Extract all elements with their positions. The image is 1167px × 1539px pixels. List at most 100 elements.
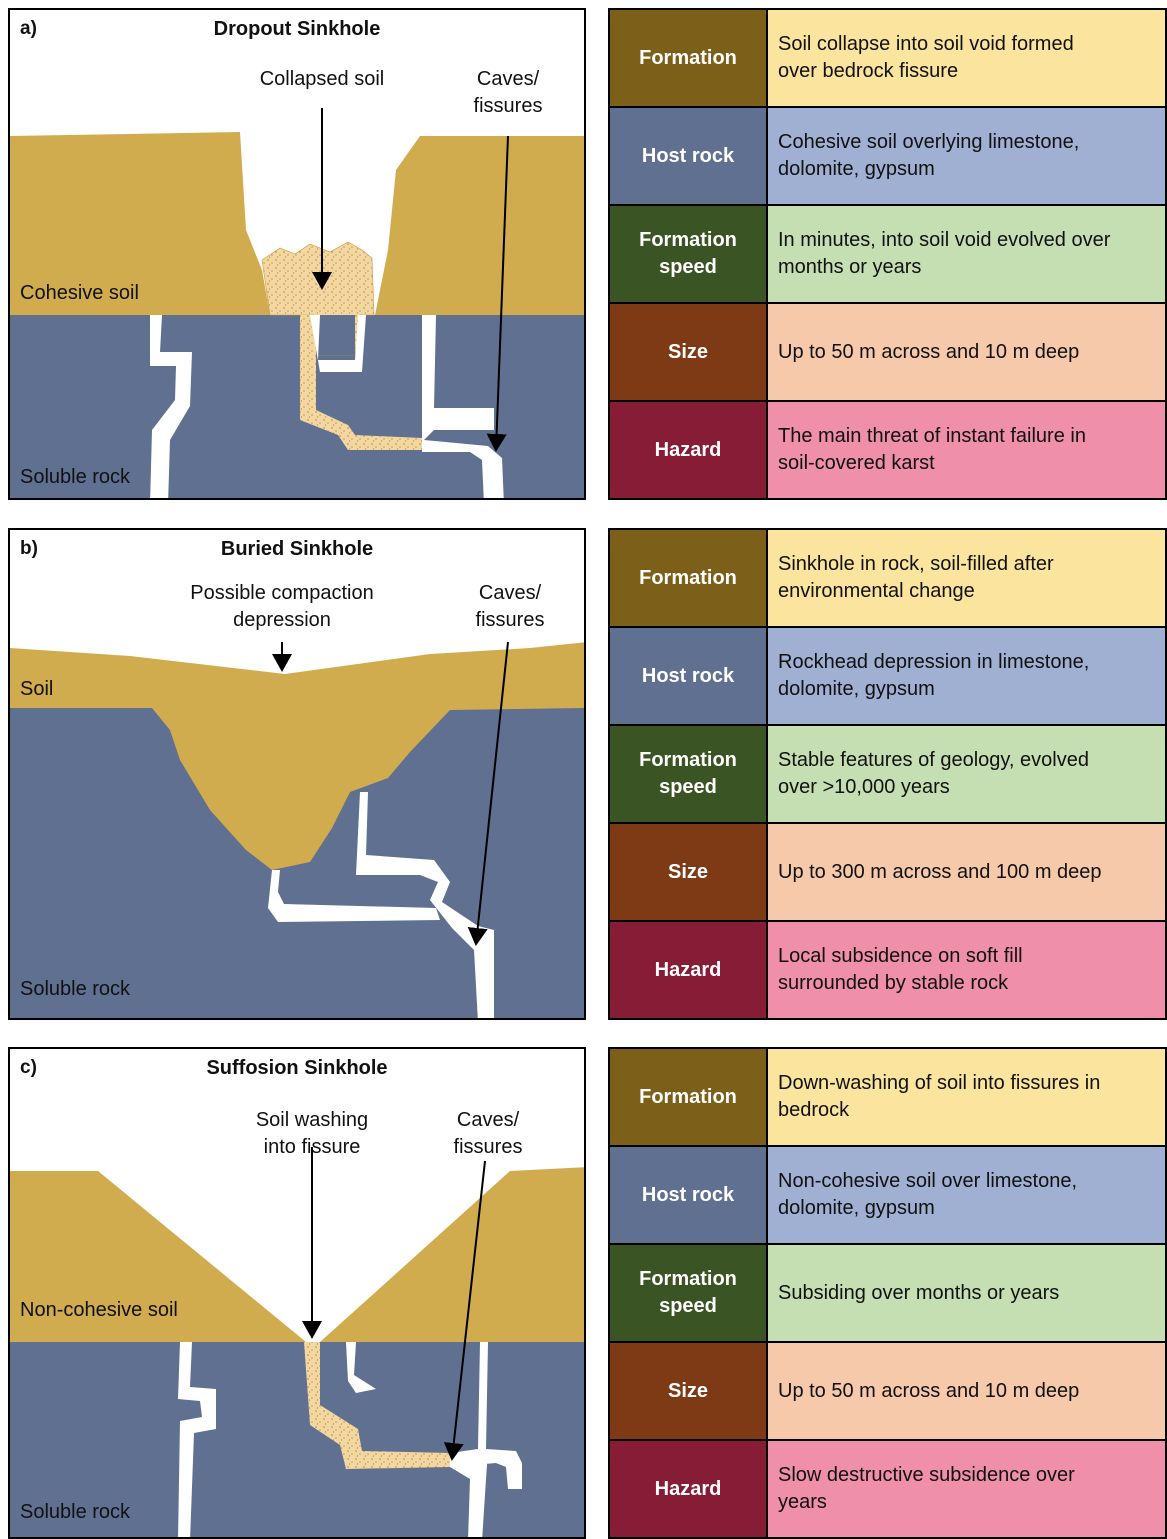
- row-header-line: Size: [667, 860, 709, 883]
- row-value-line: dolomite, gypsum: [778, 678, 935, 700]
- panel-letter: c): [20, 1057, 37, 1078]
- table-row: Host rock Rockhead depression in limeston…: [610, 628, 1165, 726]
- caves-label: Caves/ fissures: [450, 580, 570, 634]
- row-header: Formation: [610, 10, 768, 106]
- row-value-line: Stable features of geology, evolved: [778, 749, 1089, 771]
- properties-table-buried: Formation Sinkhole in rock, soil-filled a…: [608, 528, 1167, 1020]
- row-header: Size: [610, 824, 768, 920]
- row-header: Size: [610, 1343, 768, 1439]
- diagram-panel-suffosion: c) Suffosion Sinkhole Soil washing into …: [8, 1047, 586, 1539]
- row-value: Local subsidence on soft fill surrounded …: [768, 922, 1165, 1018]
- washing-label: Soil washing into fissure: [232, 1107, 392, 1161]
- soil-layer-label: Soil: [20, 678, 54, 700]
- row-header-line: Formation: [639, 566, 737, 589]
- washing-label-line: into fissure: [263, 1136, 361, 1158]
- row-value-line: The main threat of instant failure in: [778, 425, 1086, 447]
- table-row: Host rock Cohesive soil overlying limesto…: [610, 108, 1165, 206]
- caves-arrow: [467, 641, 509, 946]
- row-header-line: speed: [659, 1295, 717, 1317]
- row-value-line: Non-cohesive soil over limestone,: [778, 1170, 1078, 1192]
- row-value: Rockhead depression in limestone, dolomit…: [768, 628, 1165, 724]
- cave-fissure-left: [178, 1342, 216, 1537]
- row-header-line: Host rock: [641, 144, 735, 167]
- lower-cave-branch: [450, 1451, 488, 1537]
- table-row: Host rock Non-cohesive soil over limeston…: [610, 1147, 1165, 1245]
- caves-label-line: fissures: [475, 609, 545, 631]
- washing-label-line: Soil washing: [255, 1109, 369, 1131]
- row-value-line: environmental change: [778, 580, 975, 602]
- cohesive-soil-right: [375, 136, 584, 315]
- row-header-line: speed: [659, 776, 717, 798]
- row-value-line: Up to 300 m across and 100 m deep: [778, 860, 1102, 883]
- row-value-line: months or years: [778, 256, 922, 278]
- cohesive-soil-left: [10, 132, 270, 315]
- row-value-line: In minutes, into soil void evolved over: [778, 229, 1111, 251]
- row-value-line: Up to 50 m across and 10 m deep: [778, 1379, 1080, 1402]
- row-value-line: Down-washing of soil into fissures in: [778, 1072, 1101, 1094]
- panel-letter: b): [20, 538, 38, 559]
- cave-fissure-right: [422, 315, 504, 498]
- soil-layer-label: Cohesive soil: [20, 282, 139, 304]
- row-value: Subsiding over months or years: [768, 1245, 1165, 1341]
- row-header-line: Formation: [639, 46, 737, 69]
- row-header-line: Host rock: [641, 664, 735, 687]
- table-row: Size Up to 50 m across and 10 m deep: [610, 304, 1165, 402]
- table-row: Formation Soil collapse into soil void fo…: [610, 10, 1165, 108]
- suffosion-cross-section: [10, 1147, 584, 1537]
- caves-label-line: Caves/: [478, 582, 542, 604]
- soil-layer-label: Non-cohesive soil: [20, 1299, 178, 1321]
- soil-filled-fissure: [304, 1342, 450, 1469]
- row-header: Host rock: [610, 108, 768, 204]
- row-value-line: Cohesive soil overlying limestone,: [778, 131, 1080, 153]
- table-row: Hazard Local subsidence on soft fill surro…: [610, 922, 1165, 1018]
- row-header: Host rock: [610, 1147, 768, 1243]
- non-cohesive-soil-left: [10, 1171, 306, 1342]
- row-value-line: years: [778, 1491, 827, 1513]
- row-value-line: Local subsidence on soft fill: [778, 945, 1023, 967]
- rock-layer-label: Soluble rock: [20, 466, 131, 488]
- rock-layer-label: Soluble rock: [20, 1501, 131, 1523]
- row-header: Hazard: [610, 402, 768, 498]
- row-value: Up to 300 m across and 100 m deep: [768, 824, 1165, 920]
- row-value-line: Slow destructive subsidence over: [778, 1464, 1075, 1486]
- cave-fissure-upper: [356, 792, 494, 1018]
- panel-title: Buried Sinkhole: [220, 538, 374, 560]
- caves-arrow: [443, 1160, 486, 1461]
- caves-label-line: Caves/: [456, 1109, 520, 1131]
- caves-arrow: [486, 135, 509, 452]
- caves-label-line: fissures: [473, 95, 543, 117]
- row-header-line: Host rock: [641, 1183, 735, 1206]
- row-value-line: Up to 50 m across and 10 m deep: [778, 340, 1080, 363]
- row-value-line: Rockhead depression in limestone,: [778, 651, 1090, 673]
- caves-label-line: fissures: [453, 1136, 523, 1158]
- properties-table-dropout: Formation Soil collapse into soil void fo…: [608, 8, 1167, 500]
- row-header: Formation: [610, 530, 768, 626]
- soluble-rock-layer: [10, 1342, 584, 1537]
- panel-title: Suffosion Sinkhole: [206, 1057, 388, 1079]
- cave-fissure-mid: [346, 1342, 376, 1393]
- row-header-line: Size: [667, 340, 709, 363]
- row-value-line: Soil collapse into soil void formed: [778, 33, 1074, 55]
- table-row: Hazard The main threat of instant failure…: [610, 402, 1165, 498]
- table-row: Formation Sinkhole in rock, soil-filled a…: [610, 530, 1165, 628]
- row-header-line: speed: [659, 256, 717, 278]
- row-value: Up to 50 m across and 10 m deep: [768, 304, 1165, 400]
- row-header: Hazard: [610, 922, 768, 1018]
- row-value: Up to 50 m across and 10 m deep: [768, 1343, 1165, 1439]
- row-header: Host rock: [610, 628, 768, 724]
- row-value-line: soil-covered karst: [778, 452, 935, 474]
- panel-title: Dropout Sinkhole: [213, 18, 381, 40]
- row-value-line: surrounded by stable rock: [778, 972, 1009, 994]
- row-value-line: bedrock: [778, 1099, 850, 1121]
- row-value-line: Subsiding over months or years: [778, 1281, 1060, 1304]
- row-value-line: dolomite, gypsum: [778, 1197, 935, 1219]
- caves-label: Caves/ fissures: [428, 1107, 548, 1161]
